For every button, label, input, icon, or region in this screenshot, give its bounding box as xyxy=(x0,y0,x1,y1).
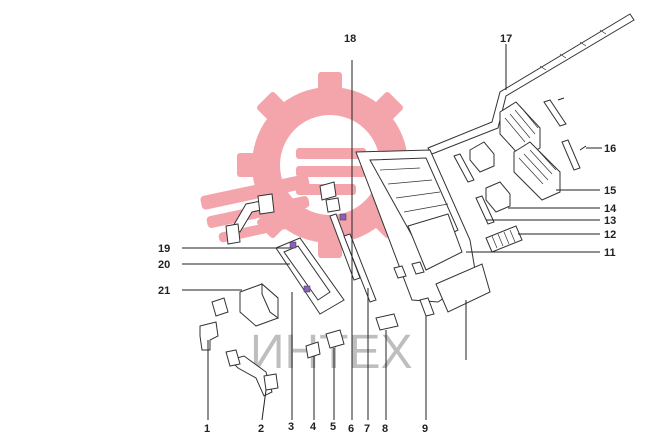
gear-tooth xyxy=(318,232,342,258)
callout-8: 8 xyxy=(382,423,388,435)
part-1-elbow-fitting xyxy=(199,297,229,351)
callout-18: 18 xyxy=(344,33,356,45)
callout-19: 19 xyxy=(158,243,170,255)
callout-5: 5 xyxy=(330,421,336,433)
pins-16 xyxy=(453,97,587,225)
upper-hose xyxy=(225,193,275,245)
callout-21: 21 xyxy=(158,285,170,297)
part-2-hose xyxy=(225,349,279,397)
callout-20: 20 xyxy=(158,259,170,271)
main-housing xyxy=(355,149,491,313)
callout-15: 15 xyxy=(604,185,616,197)
part-17-bar xyxy=(427,13,635,155)
bracket-plate-3 xyxy=(275,213,347,315)
callout-7: 7 xyxy=(364,423,370,435)
callout-13: 13 xyxy=(604,215,616,227)
gear-tooth xyxy=(256,91,290,125)
part-12-cylinder xyxy=(485,225,523,253)
callout-1: 1 xyxy=(204,423,210,435)
part-9-wedges xyxy=(393,261,435,317)
callout-9: 9 xyxy=(422,423,428,435)
callout-4: 4 xyxy=(310,421,317,433)
part-21-block xyxy=(239,282,279,327)
callout-3: 3 xyxy=(288,421,294,433)
part-8-bushing xyxy=(375,313,399,331)
callout-6: 6 xyxy=(348,423,354,435)
callout-16: 16 xyxy=(604,143,616,155)
gear-tooth xyxy=(237,153,263,177)
gear-tooth xyxy=(318,72,342,98)
small-fittings xyxy=(305,181,345,359)
callout-2: 2 xyxy=(258,423,264,435)
gear-tooth xyxy=(370,91,404,125)
callout-11: 11 xyxy=(604,247,616,259)
callout-12: 12 xyxy=(604,229,616,241)
callout-17: 17 xyxy=(500,33,512,45)
part-15-tread-blocks xyxy=(499,101,561,201)
leader-lines xyxy=(182,44,602,421)
callout-14: 14 xyxy=(604,203,617,215)
watermark-gear-logo xyxy=(200,72,423,258)
callout-labels: 1 2 3 4 5 6 7 8 9 11 12 13 14 15 16 17 1… xyxy=(158,33,617,435)
part-14-pads xyxy=(469,141,511,213)
